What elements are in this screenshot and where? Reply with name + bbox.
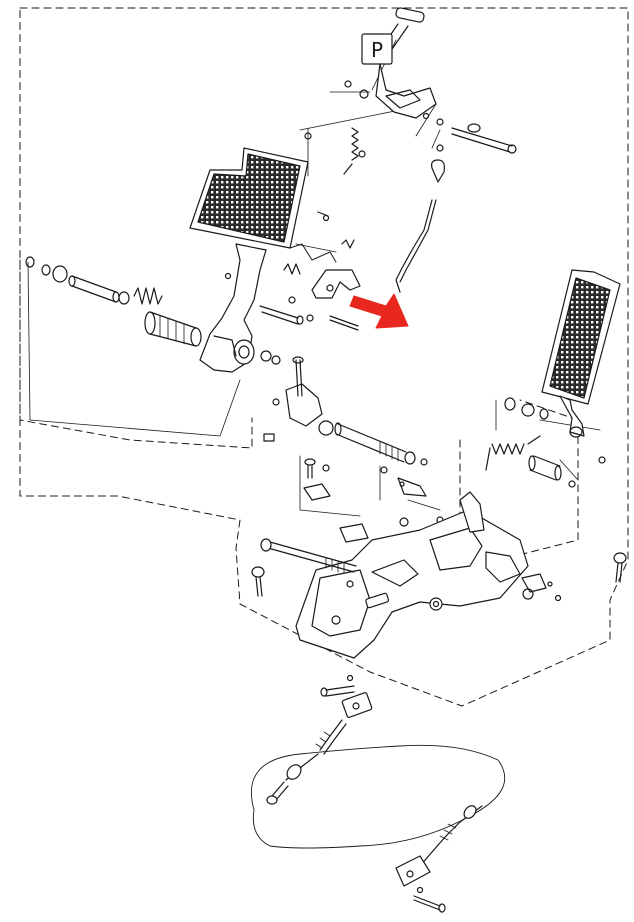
accelerator-pedal-pad	[549, 277, 611, 399]
main-shaft	[334, 422, 428, 466]
ratchet-pawl	[259, 211, 361, 331]
leader-lines	[27, 39, 601, 517]
base-bracket	[295, 491, 562, 659]
brake-pivot-parts	[25, 256, 281, 365]
park-knob-label: P	[371, 38, 383, 62]
brake-pedal-arm	[199, 243, 267, 373]
bolts-and-links	[303, 458, 444, 527]
accelerator-spring	[485, 435, 576, 488]
brake-pedal-pad	[197, 153, 301, 243]
release-cable	[250, 674, 506, 913]
sector-lever	[263, 356, 334, 442]
rubber-stopper	[339, 523, 369, 543]
through-bolt	[260, 538, 357, 574]
park-knob-face	[361, 33, 393, 65]
return-spring-small	[304, 127, 366, 175]
mounting-bolts	[251, 552, 627, 597]
brake-pedal-assembly	[189, 147, 309, 373]
park-release-handle: P	[344, 7, 437, 119]
cable-rod	[395, 144, 445, 293]
accelerator-pedal-assembly	[504, 269, 621, 464]
red-callout-arrow	[349, 293, 409, 329]
release-rod	[422, 112, 517, 154]
pivot-spring	[133, 287, 163, 305]
